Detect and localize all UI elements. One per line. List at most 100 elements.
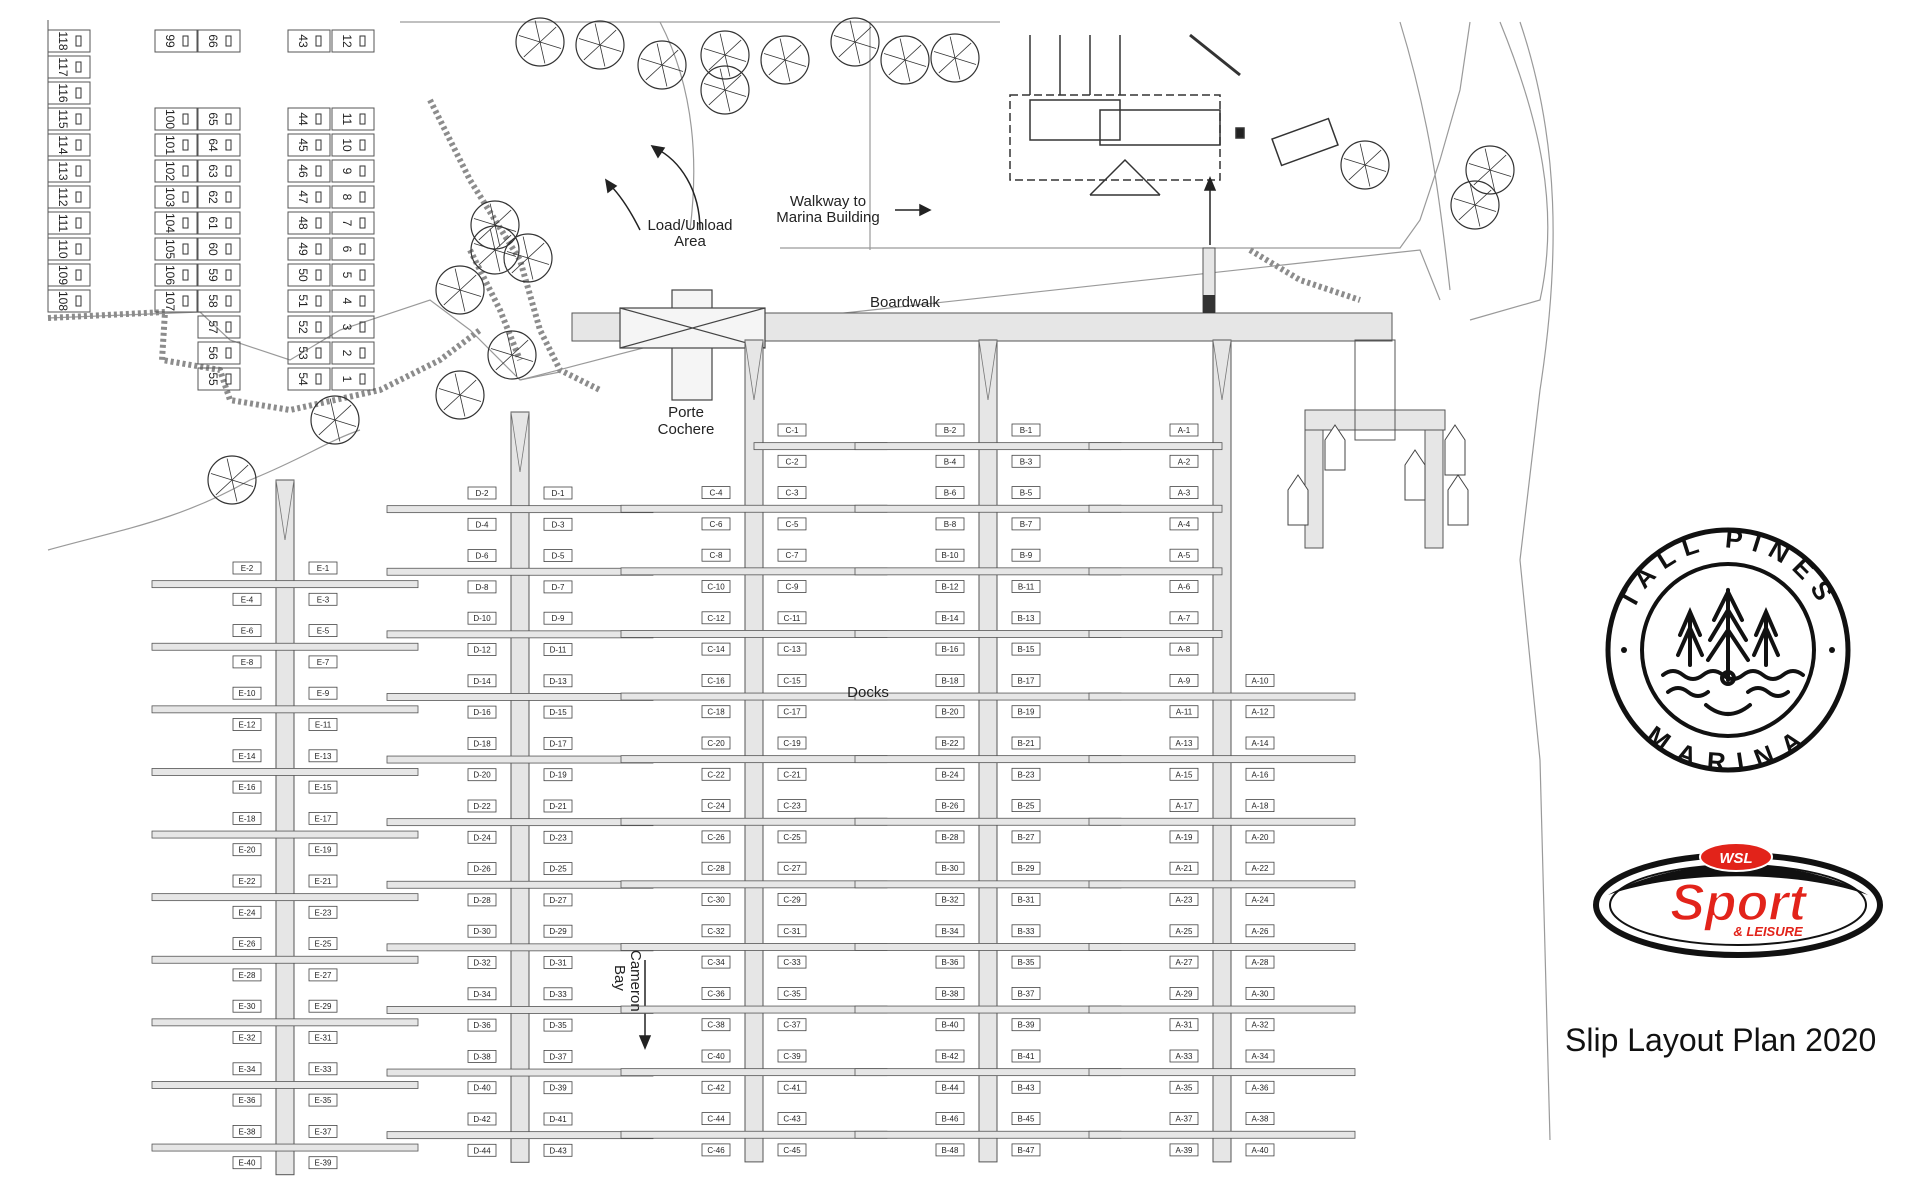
dock-finger [620,504,888,513]
svg-text:D-17: D-17 [549,739,567,748]
svg-text:65: 65 [206,112,220,126]
svg-text:99: 99 [163,34,177,48]
svg-text:D-3: D-3 [552,520,565,529]
slip-label: B-46 [935,1112,965,1125]
dock-finger [1088,1068,1356,1077]
svg-text:111: 111 [56,214,70,233]
slip-label: C-26 [701,830,731,844]
slip-label: A-31 [1169,1018,1199,1032]
svg-text:B-11: B-11 [1018,583,1035,592]
svg-text:A-4: A-4 [1178,520,1191,529]
dock-finger [386,505,654,514]
parking-space: 118 [47,29,91,53]
slip-label: B-23 [1011,767,1041,781]
dock-finger [151,768,419,776]
svg-text:B-16: B-16 [942,645,959,654]
svg-text:B-25: B-25 [1018,802,1035,811]
svg-text:C-38: C-38 [707,1021,725,1030]
slip-label: A-4 [1169,517,1199,531]
svg-text:D-18: D-18 [473,739,491,748]
slip-label: E-21 [308,874,338,888]
svg-text:E-24: E-24 [239,908,256,917]
svg-text:B-2: B-2 [944,426,957,435]
slip-label: A-37 [1169,1112,1199,1125]
slip-label: B-47 [1011,1143,1041,1157]
parking-space: 54 [287,367,331,391]
slip-label: A-32 [1245,1018,1275,1032]
svg-text:B-32: B-32 [942,896,959,905]
slip-label: E-8 [232,655,262,669]
dock-finger [620,943,888,951]
slip-label: D-15 [543,705,573,719]
tree-icon [503,233,553,283]
svg-text:E-11: E-11 [315,721,332,730]
svg-text:B-47: B-47 [1018,1146,1035,1155]
slip-label: E-40 [232,1156,262,1170]
tree-icon [930,33,980,83]
svg-text:116: 116 [56,83,70,102]
svg-text:D-12: D-12 [473,646,491,655]
svg-text:D-37: D-37 [549,1052,567,1061]
svg-text:D-40: D-40 [473,1084,491,1093]
slip-label: C-9 [777,580,807,593]
slip-label: E-7 [308,655,338,669]
svg-text:102: 102 [163,161,177,181]
dock-finger [151,705,419,714]
svg-text:B-12: B-12 [942,583,959,592]
slip-label: A-23 [1169,893,1199,906]
parking-space: 61 [197,211,241,235]
slip-label: C-32 [701,924,731,938]
svg-text:D-39: D-39 [549,1084,567,1093]
parking-space: 104 [154,211,198,235]
slip-label: C-3 [777,486,807,500]
svg-text:A-24: A-24 [1252,896,1269,905]
dock-finger [1088,442,1223,451]
slip-label: C-16 [701,674,731,687]
parking-space: 52 [287,315,331,339]
slip-label: A-38 [1245,1112,1275,1125]
slip-label: A-17 [1169,799,1199,812]
svg-text:A-34: A-34 [1252,1052,1269,1061]
sport-leisure-logo: WSL Sport & LEISURE [1593,842,1883,958]
dock-finger [854,1130,1122,1139]
parking-space: 57 [197,315,241,339]
slip-label: A-19 [1169,830,1199,844]
page-title: Slip Layout Plan 2020 [1565,1022,1877,1058]
svg-text:C-40: C-40 [707,1052,725,1061]
slip-label: B-18 [935,674,965,687]
svg-text:E-39: E-39 [315,1159,332,1168]
slip-label: D-41 [543,1112,573,1126]
dock-finger [151,1081,419,1089]
slip-label: C-30 [701,893,731,906]
svg-text:B-7: B-7 [1020,520,1033,529]
svg-text:A-5: A-5 [1178,551,1191,560]
svg-text:C-37: C-37 [783,1021,801,1030]
slip-label: D-35 [543,1018,573,1032]
slip-label: A-2 [1169,454,1199,468]
slip-label: E-24 [232,905,262,919]
dock-finger [854,567,1122,576]
slip-label: D-7 [543,580,573,594]
slip-label: A-27 [1169,955,1199,969]
svg-text:104: 104 [163,213,177,233]
tree-icon [1340,140,1390,190]
slip-label: C-23 [777,799,807,812]
svg-text:D-16: D-16 [473,708,491,717]
slip-label: D-1 [543,486,573,500]
dock-finger [1088,817,1356,826]
slip-label: B-19 [1011,705,1041,719]
svg-text:E-26: E-26 [239,940,256,949]
slip-label: C-29 [777,893,807,906]
slip-label: D-3 [543,517,573,531]
svg-text:C-3: C-3 [786,489,799,498]
svg-text:B-46: B-46 [942,1115,959,1124]
svg-text:A-33: A-33 [1176,1052,1193,1061]
slip-label: D-36 [467,1018,497,1032]
slip-label: D-23 [543,830,573,844]
slip-label: B-33 [1011,924,1041,938]
svg-text:E-18: E-18 [239,814,256,823]
dock-finger [854,943,1122,951]
svg-text:48: 48 [296,216,310,230]
tree-icon [637,40,687,90]
